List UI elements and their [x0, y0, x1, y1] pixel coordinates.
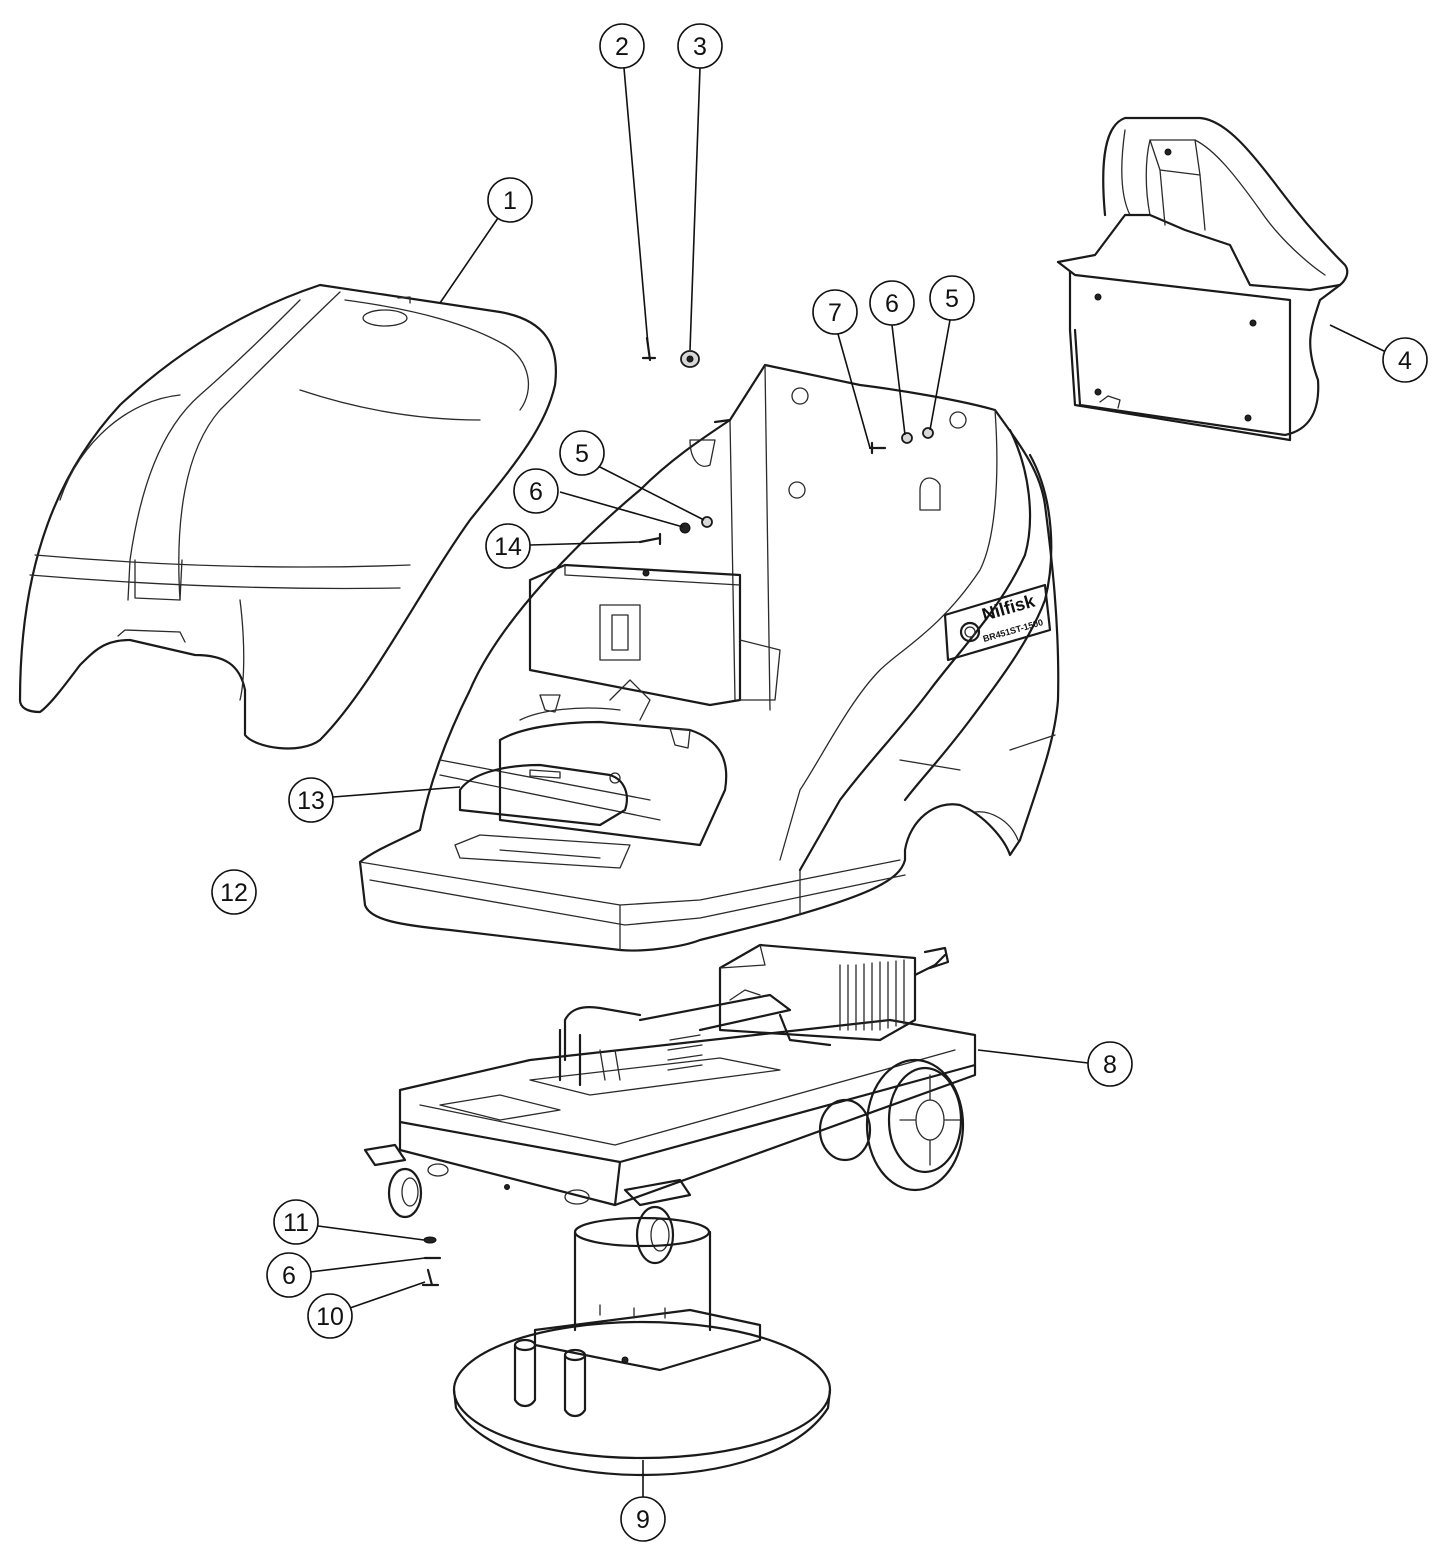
callout-11-label: 11	[283, 1209, 309, 1237]
front-right-caster	[623, 1178, 692, 1265]
callout-5a-label: 5	[575, 440, 589, 468]
callout-5b: 5	[929, 275, 975, 321]
callout-6a: 6	[513, 468, 559, 514]
callout-5a: 5	[559, 430, 605, 476]
screw-part-2	[641, 336, 657, 362]
callout-10: 10	[307, 1293, 353, 1339]
washer-part-3	[680, 350, 700, 368]
body-hardware	[638, 418, 934, 546]
callout-5b-label: 5	[945, 285, 959, 313]
callout-12-label: 12	[220, 879, 248, 907]
callout-11: 11	[273, 1199, 319, 1245]
hood-cover	[18, 283, 557, 750]
callout-2: 2	[599, 23, 645, 69]
callout-1-label: 1	[503, 187, 517, 215]
callout-4-label: 4	[1398, 347, 1412, 375]
main-body-shell: Nilfisk BR451ST-1500	[358, 363, 1060, 952]
callout-13-label: 13	[297, 787, 325, 815]
callout-6c: 6	[266, 1252, 312, 1298]
callout-3: 3	[677, 23, 723, 69]
callout-6b-label: 6	[885, 290, 899, 318]
callout-3-label: 3	[693, 33, 707, 61]
callout-14-label: 14	[494, 533, 522, 561]
callout-6c-label: 6	[282, 1262, 296, 1290]
lower-hardware	[421, 1236, 442, 1287]
callout-6a-label: 6	[529, 478, 543, 506]
handle-assembly	[1056, 116, 1349, 442]
front-left-caster	[363, 1143, 423, 1219]
callout-9: 9	[620, 1496, 666, 1542]
rear-wheel	[865, 1058, 965, 1192]
heatsink-fins	[839, 959, 905, 1031]
callout-8-label: 8	[1103, 1051, 1117, 1079]
callout-14: 14	[485, 523, 531, 569]
callout-10-label: 10	[316, 1303, 344, 1331]
callout-13: 13	[288, 777, 334, 823]
callout-7: 7	[812, 289, 858, 335]
callout-1: 1	[487, 177, 533, 223]
callout-2-label: 2	[615, 33, 629, 61]
callout-12: 12	[211, 869, 257, 915]
leader-lines	[309, 67, 1387, 1497]
callout-9-label: 9	[636, 1506, 650, 1534]
pad-driver-deck	[452, 1216, 832, 1477]
callout-4: 4	[1382, 337, 1428, 383]
callout-8: 8	[1087, 1041, 1133, 1087]
frame-chassis	[363, 943, 977, 1265]
callout-7-label: 7	[828, 299, 842, 327]
callout-6b: 6	[869, 280, 915, 326]
